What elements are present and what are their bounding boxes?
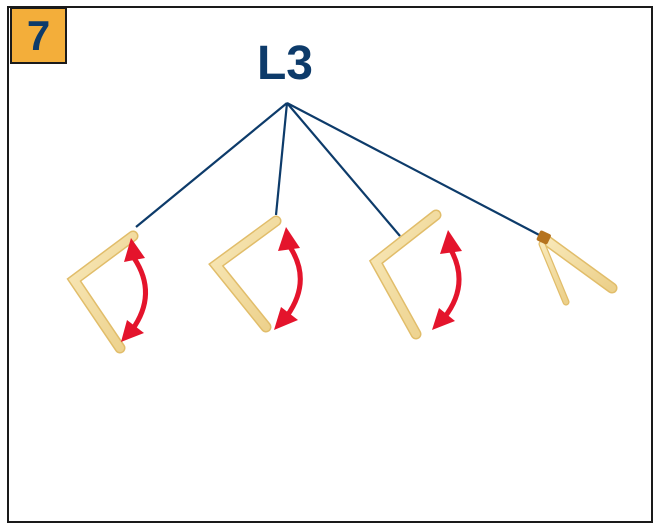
v-stick-figure-4 [536, 230, 618, 306]
part-label: L3 [256, 37, 313, 90]
leader-line-1 [135, 102, 288, 228]
step-number-badge: 7 [10, 7, 67, 64]
rotate-arrow-icon [274, 227, 303, 330]
hinge-icon [536, 230, 551, 245]
rotate-arrow-icon [121, 238, 148, 342]
bent-stick-figure-3 [368, 209, 462, 340]
step-number: 7 [26, 11, 51, 59]
rotate-arrow-icon [432, 230, 462, 330]
leader-line-2 [274, 102, 289, 216]
leader-line-3 [286, 102, 401, 237]
leader-line-4 [286, 102, 546, 239]
bent-stick-figure-2 [208, 215, 303, 333]
leader-lines [135, 102, 546, 239]
instruction-frame [7, 6, 653, 523]
bent-stick-figure-1 [66, 230, 148, 354]
